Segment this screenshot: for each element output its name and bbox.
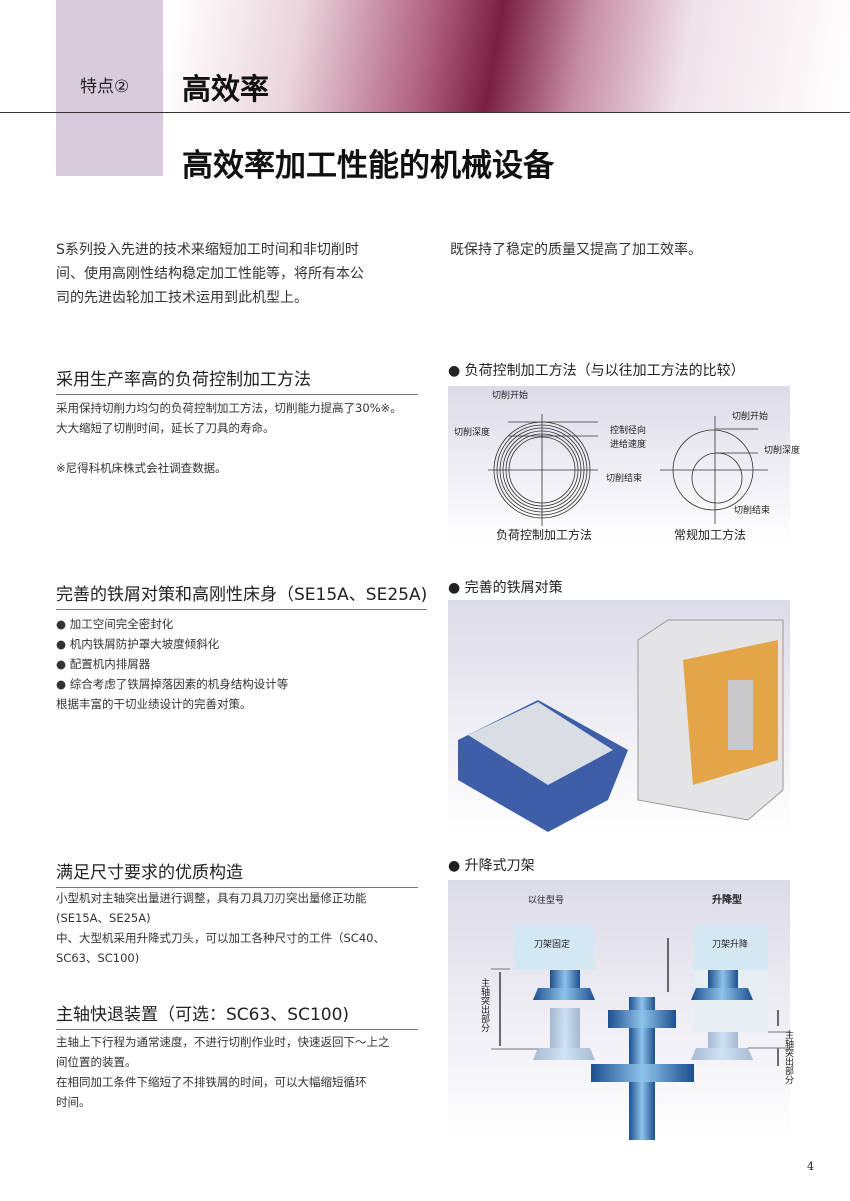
intro-line: 司的先进齿轮加工技术运用到此机型上。	[56, 290, 308, 306]
label-cut-end: 切削结束	[606, 474, 643, 484]
body-line: 大大缩短了切削时间，延长了刀具的寿命。	[56, 421, 275, 435]
intro-line: S系列投入先进的技术来缩短加工时间和非切削时	[56, 242, 359, 258]
toolhead-drawing	[491, 925, 790, 1140]
label-spindle-protrusion: 主轴突出部分	[479, 978, 489, 1032]
page-number: 4	[807, 1160, 814, 1173]
section-size-title: 满足尺寸要求的优质构造	[56, 858, 418, 888]
figure1-caption: ● 负荷控制加工方法（与以往加工方法的比较）	[448, 363, 745, 379]
page-title: 高效率加工性能的机械设备	[182, 148, 554, 184]
label-cut-depth: 切削深度	[454, 428, 491, 438]
section-chip-title: 完善的铁屑对策和高刚性床身（SE15A、SE25A)	[56, 580, 428, 610]
chip-countermeasure-illustration	[448, 600, 790, 832]
load-control-diagram: 切削开始 切削深度 控制径向 进给速度 切削结束 切削开始 切削深度 切削结束 …	[448, 386, 800, 544]
bullet-item: ● 机内铁屑防护罩大坡度倾斜化	[56, 637, 220, 651]
bullet-item: ● 加工空间完全密封化	[56, 617, 174, 631]
section-quick-return-body: 主轴上下行程为通常速度，不进行切削作业时，快速返回下～上之 间位置的装置。 在相…	[56, 1032, 390, 1112]
figure3-caption: ● 升降式刀架	[448, 858, 535, 874]
footnote: ※尼得科机床株式会社调查数据。	[56, 461, 227, 475]
machine-illustration	[458, 619, 784, 832]
section-size-body: 小型机对主轴突出量进行调整，具有刀具刀刃突出量修正功能 (SE15A、SE25A…	[56, 888, 385, 968]
label-fixed-head: 刀架固定	[534, 940, 571, 950]
label-lifting-head: 刀架升降	[712, 940, 749, 950]
label-cut-end: 切削结束	[734, 506, 771, 516]
intro-left: S系列投入先进的技术来缩短加工时间和非切削时 间、使用高刚性结构稳定加工性能等，…	[56, 238, 364, 310]
figure2-caption: ● 完善的铁屑对策	[448, 580, 563, 596]
body-line: (SE15A、SE25A)	[56, 911, 151, 925]
feature-tag: 特点②	[80, 77, 130, 97]
spiral-diagram	[488, 414, 768, 526]
label-cut-depth: 切削深度	[764, 446, 801, 456]
label-load-method: 负荷控制加工方法	[496, 528, 593, 542]
label-conventional-method: 常规加工方法	[674, 528, 747, 542]
body-line: 小型机对主轴突出量进行调整，具有刀具刀刃突出量修正功能	[56, 891, 367, 905]
body-line: 中、大型机采用升降式刀头，可以加工各种尺寸的工件（SC40、	[56, 931, 385, 945]
intro-right: 既保持了稳定的质量又提高了加工效率。	[450, 242, 702, 258]
body-line: 间位置的装置。	[56, 1055, 137, 1069]
label-cut-start: 切削开始	[732, 412, 769, 422]
section-chip-body: ● 加工空间完全密封化 ● 机内铁屑防护罩大坡度倾斜化 ● 配置机内排屑器 ● …	[56, 614, 288, 714]
label-cut-start: 切削开始	[492, 391, 529, 401]
bullet-item: ● 配置机内排屑器	[56, 657, 151, 671]
label-spindle-protrusion: 主轴突出部分	[783, 1030, 793, 1084]
section-load-control-title: 采用生产率高的负荷控制加工方法	[56, 365, 418, 395]
body-line: SC63、SC100)	[56, 951, 140, 965]
label-feed: 控制径向	[610, 426, 647, 436]
label-old-model: 以往型号	[528, 896, 565, 906]
lifting-toolhead-diagram: 以往型号 升降型 刀架固定 刀架升降 主轴突出部分 主轴突出部分	[448, 880, 793, 1140]
section-load-control-body: 采用保持切削力均匀的负荷控制加工方法，切削能力提高了30%※。 大大缩短了切削时…	[56, 398, 402, 478]
label-feed: 进给速度	[610, 440, 647, 450]
body-line: 时间。	[56, 1095, 91, 1109]
feature-tag-box	[56, 0, 163, 176]
feature-heading: 高效率	[182, 72, 270, 106]
body-line: 在相同加工条件下缩短了不排铁屑的时间，可以大幅缩短循环	[56, 1075, 367, 1089]
header-divider	[0, 112, 850, 113]
body-line: 根据丰富的干切业绩设计的完善对策。	[56, 697, 252, 711]
body-line: 主轴上下行程为通常速度，不进行切削作业时，快速返回下～上之	[56, 1035, 390, 1049]
section-quick-return-title: 主轴快退装置（可选：SC63、SC100)	[56, 1000, 418, 1030]
label-lift-type: 升降型	[712, 895, 742, 906]
bullet-item: ● 综合考虑了铁屑掉落因素的机身结构设计等	[56, 677, 289, 691]
intro-line: 间、使用高刚性结构稳定加工性能等，将所有本公	[56, 266, 364, 282]
body-line: 采用保持切削力均匀的负荷控制加工方法，切削能力提高了30%※。	[56, 401, 402, 415]
